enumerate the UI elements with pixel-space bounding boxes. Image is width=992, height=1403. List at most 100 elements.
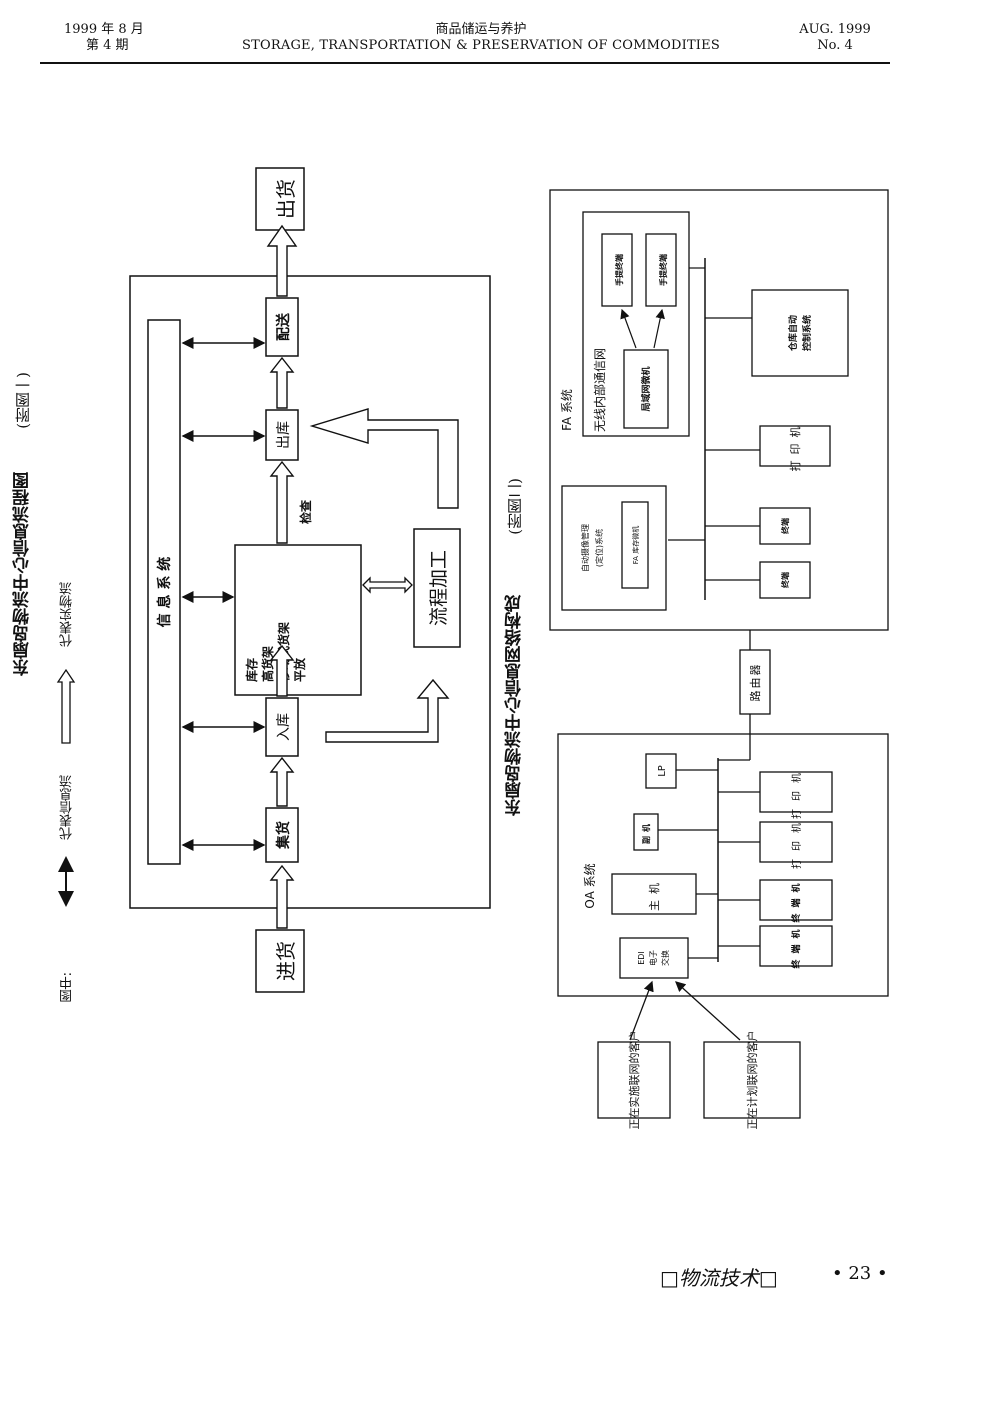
oa-terminal-1-label: 终端机 (790, 877, 802, 923)
fuji-label: 副机 (641, 820, 651, 844)
host-label: 主机 (647, 877, 661, 911)
oa-system-box (557, 733, 889, 997)
goods-arrow-3 (269, 644, 295, 697)
header-rule (40, 62, 890, 64)
handheld-1-label: 手提终端 (614, 254, 624, 286)
fa-terminal-1-box (759, 507, 811, 545)
goods-flow-arrows (266, 224, 459, 929)
fa-terminal-1-label: 终端 (780, 518, 790, 535)
section-label: □物流技术□ (660, 1266, 778, 1290)
goods-arrow-inbound-processing (325, 678, 450, 743)
fa-inventory-pc-box (621, 501, 649, 589)
figure1-frame (129, 275, 491, 909)
node-jihuo-label: 集货 (275, 821, 292, 850)
fuji-box (633, 813, 659, 851)
storage-processing-arrow (362, 576, 413, 594)
header-date-en: AUG. 1999 No. 4 (790, 22, 880, 54)
lan-pc-label: 局域网微机 (640, 366, 652, 411)
storage-line-4: 平放 (292, 657, 307, 682)
handheld-terminal-1 (601, 233, 633, 307)
edi-line-3: 交换 (660, 950, 670, 966)
node-liucheng-label: 流程加工 (428, 550, 450, 626)
journal-title-en: STORAGE, TRANSPORTATION & PRESERVATION O… (242, 38, 720, 53)
node-chuhuo (255, 167, 305, 231)
fa-system-label: FA 系统 (560, 389, 574, 431)
handheld-terminal-2 (645, 233, 677, 307)
warehouse-ctrl-line-1: 仓库自动 (787, 315, 799, 352)
header-date: 1999 年 8 月 第 4 期 (64, 22, 144, 54)
lp-label: LP (657, 765, 668, 777)
legend-goods-arrow (56, 668, 76, 744)
wireless-network-box (582, 211, 690, 437)
router-label: 路由器 (748, 663, 762, 702)
journal-title-cn: 商品储运与养护 (435, 22, 527, 37)
node-jihuo (265, 807, 299, 863)
edi-line-2: 电子 (648, 950, 658, 966)
warehouse-ctrl-line-2: 控制系统 (801, 315, 813, 351)
oa-printer-2-label: 打印机 (790, 815, 803, 869)
fa-system-box (549, 189, 889, 631)
client-1-label: 正在实施联网的客户 (627, 1031, 641, 1130)
header-month-en: AUG. 1999 (799, 22, 871, 37)
header-issue-line: 第 4 期 (86, 38, 129, 53)
handheld-2-label: 手提终端 (658, 254, 668, 286)
edi-line-1: EDI (637, 951, 646, 965)
node-storage (234, 544, 362, 696)
goods-arrow-1 (269, 864, 295, 929)
auto-mgmt-line-1: 自动摄像管理 (580, 524, 590, 572)
auto-mgmt-box (561, 485, 667, 611)
goods-arrow-4 (269, 460, 295, 544)
router-box (739, 649, 771, 715)
host-box (611, 873, 697, 915)
oa-terminal-2-box (759, 925, 833, 967)
oa-terminal-2-label: 终端机 (790, 923, 802, 969)
storage-line-1: 库存 (244, 658, 259, 682)
oa-printer-1-box (759, 771, 833, 813)
node-jinhuo (255, 929, 305, 993)
node-chuhuo-label: 出货 (274, 179, 298, 219)
node-liucheng (413, 528, 461, 648)
header-number-en: No. 4 (817, 38, 853, 53)
storage-line-2: 高货架 (260, 646, 275, 682)
goods-arrow-processing-outbound (309, 408, 459, 509)
page-number: • 23 • (832, 1263, 888, 1284)
node-jinhuo-label: 进货 (274, 941, 298, 981)
info-system-label: 信 息 系 统 (156, 557, 173, 628)
client-1-arrow (629, 980, 654, 1041)
header-date-line: 1999 年 8 月 (64, 22, 144, 37)
oa-printer-1-label: 打印机 (790, 765, 803, 819)
node-ruku-label: 入库 (276, 713, 292, 741)
client-2-label: 正在计划联网的客户 (745, 1031, 759, 1130)
edi-box (619, 937, 689, 979)
wireless-network-label: 无线内部通信网 (592, 348, 607, 432)
client-2-box (703, 1041, 801, 1119)
lan-pc-box (623, 349, 669, 429)
oa-system-label: OA 系统 (583, 863, 597, 908)
fa-printer-box (759, 425, 831, 467)
node-peisong-label: 配送 (275, 312, 292, 341)
journal-title: 商品储运与养护 STORAGE, TRANSPORTATION & PRESER… (186, 22, 776, 54)
oa-printer-2-box (759, 821, 833, 863)
jiancha-label: 检查 (298, 499, 313, 524)
auto-mgmt-line-2: (定位)系统 (594, 529, 604, 567)
oa-terminal-1-box (759, 879, 833, 921)
goods-arrow-5 (269, 356, 295, 409)
client-2-arrow (675, 981, 741, 1041)
fa-pc-label: FA 库存微机 (631, 526, 640, 564)
fa-printer-label: 打印机 (788, 421, 802, 472)
lan-to-handheld2 (653, 308, 665, 349)
node-chuku (265, 409, 299, 461)
lp-box (645, 753, 677, 789)
lan-to-handheld1 (620, 308, 637, 349)
node-chuku-label: 出库 (276, 421, 292, 449)
node-peisong (265, 297, 299, 357)
node-ruku (265, 697, 299, 757)
client-1-box (597, 1041, 671, 1119)
info-system-bar (147, 319, 181, 865)
fa-terminal-2-label: 终端 (780, 572, 790, 589)
goods-arrow-2 (269, 756, 295, 807)
fa-terminal-2-box (759, 561, 811, 599)
warehouse-control-box (751, 289, 849, 377)
goods-arrow-6 (266, 224, 298, 297)
